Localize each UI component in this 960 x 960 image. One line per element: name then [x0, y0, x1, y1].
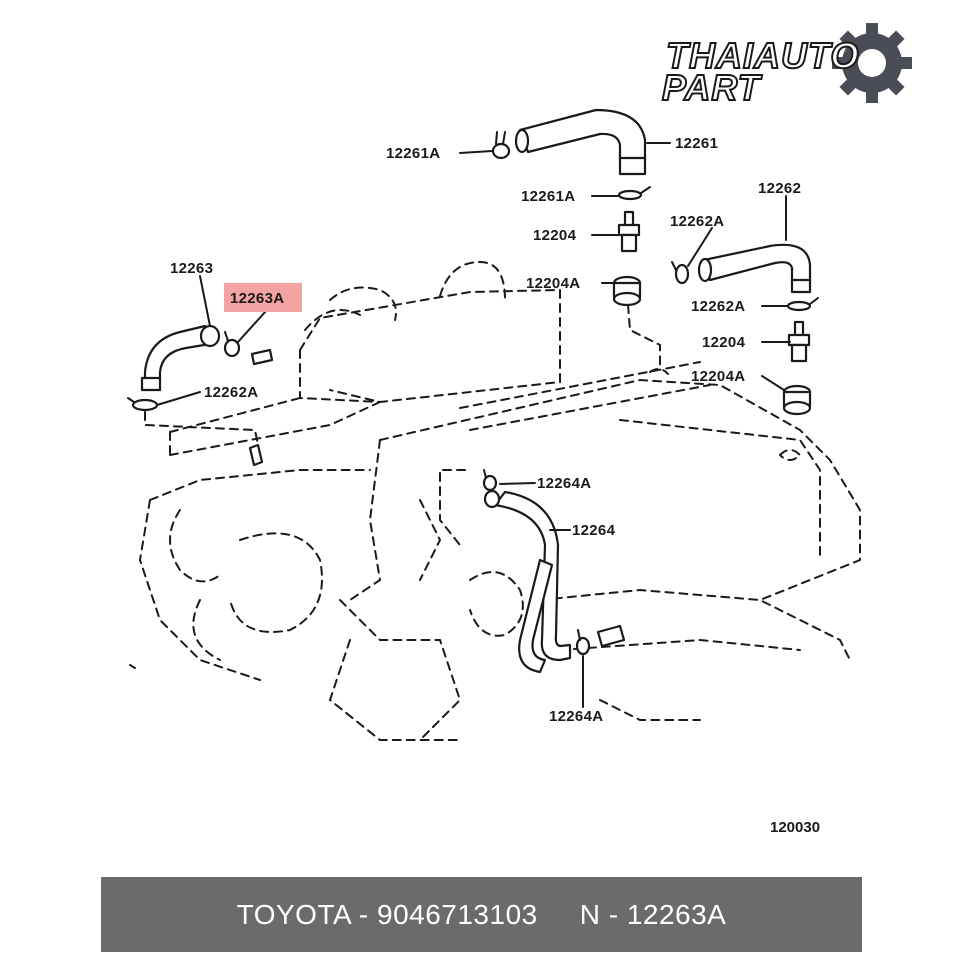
hose-12264[interactable] — [483, 489, 572, 674]
logo-word-thaiauto: THAIAUTO — [665, 35, 860, 76]
clamp-12264A-top[interactable] — [482, 469, 498, 492]
valve-12204-left[interactable] — [617, 210, 641, 253]
clamp-12262A-mid[interactable] — [786, 297, 819, 312]
label-12264A-bottom: 12264A — [549, 708, 603, 725]
label-12262A-mid: 12262A — [691, 298, 745, 315]
leader-lines — [156, 142, 791, 708]
engine-outline — [129, 260, 861, 741]
caption-part-number: TOYOTA - 9046713103 — [236, 898, 538, 930]
brand-logo: THAIAUTO PART — [660, 22, 935, 108]
diagram-number: 120030 — [770, 819, 821, 836]
clamp-12264A-bottom[interactable] — [575, 629, 591, 656]
label-12204-right: 12204 — [702, 334, 746, 351]
nipple-fitting-left — [248, 348, 274, 467]
highlight-box — [224, 283, 302, 312]
label-12261: 12261 — [675, 135, 718, 152]
clamp-12262A-left[interactable] — [127, 397, 159, 412]
gear-icon — [832, 23, 912, 103]
caption-reference: N - 12263A — [579, 898, 727, 930]
valve-12204-right[interactable] — [787, 320, 811, 363]
clamp-12261A-top[interactable] — [491, 131, 511, 160]
label-12262: 12262 — [758, 180, 801, 197]
hose-12263[interactable] — [140, 324, 221, 392]
logo-word-part: PART — [661, 67, 761, 108]
hose-12262[interactable] — [697, 243, 812, 294]
nipple-fitting-bottom — [596, 624, 626, 648]
label-12262A-left: 12262A — [204, 384, 258, 401]
grommet-12204A-left[interactable] — [612, 275, 642, 307]
grommet-12204A-right[interactable] — [782, 384, 812, 416]
label-12262A-top: 12262A — [670, 213, 724, 230]
label-12264A-top: 12264A — [537, 475, 591, 492]
label-12261A-mid: 12261A — [521, 188, 575, 205]
clamp-12263A[interactable] — [223, 331, 241, 358]
label-12263: 12263 — [170, 260, 213, 277]
hose-12261[interactable] — [514, 108, 647, 176]
label-12204A-left: 12204A — [526, 275, 580, 292]
label-12261A-top: 12261A — [386, 145, 440, 162]
label-12264: 12264 — [572, 522, 616, 539]
label-12263A: 12263A — [230, 290, 284, 307]
label-12204-left: 12204 — [533, 227, 577, 244]
clamp-12261A-mid[interactable] — [617, 186, 651, 201]
clamp-12262A-top[interactable] — [671, 261, 690, 285]
label-12204A-right: 12204A — [691, 368, 745, 385]
caption-bar: TOYOTA - 9046713103 N - 12263A — [101, 877, 862, 952]
